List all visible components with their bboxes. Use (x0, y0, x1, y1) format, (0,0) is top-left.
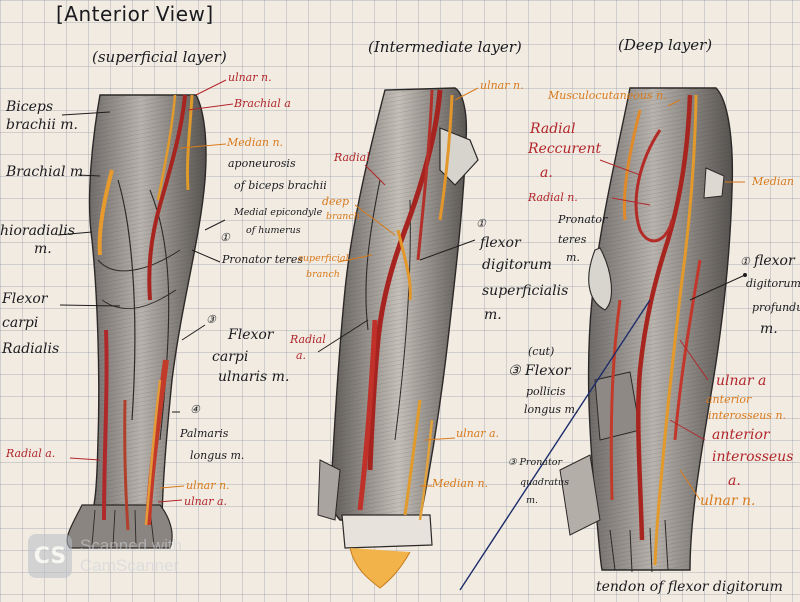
label-brachial-a: Brachial a (234, 97, 291, 110)
camscanner-logo-icon: CS (28, 534, 72, 578)
label-radial-a-2-line1: Radial (290, 333, 326, 346)
label-anterior-interosseus-nerve-1: anterior (706, 393, 752, 406)
label-num-4: ④ (190, 403, 200, 416)
label-of-humerus: of humerus (246, 225, 301, 236)
heading-superficial: (superficial layer) (92, 48, 227, 66)
label-cut: (cut) (528, 345, 555, 358)
figure-deep (559, 87, 734, 573)
label-ulnar-a-3: ulnar a (716, 373, 767, 389)
label-radial-n: Radial n. (528, 191, 578, 204)
heading-intermediate: (Intermediate layer) (368, 38, 522, 56)
label-flexor-carpi-radialis-1: Flexor (2, 291, 48, 307)
watermark-line-2: CamScanner (80, 556, 180, 575)
watermark-text: Scanned with CamScanner (80, 536, 182, 575)
label-flexor-carpi-radialis-3: Radialis (2, 341, 60, 357)
label-biceps-brachii-m: brachii m. (6, 117, 78, 133)
label-radial: Radial (334, 151, 370, 164)
label-superficialis: superficialis (482, 283, 569, 299)
label-pronator-quadratus-2: quadratus (520, 477, 569, 488)
label-tendon-of-flexor-digitorum: tendon of flexor digitorum (596, 579, 783, 595)
label-teres: teres (558, 233, 587, 246)
label-anterior-interosseus-artery-2: interosseus (712, 449, 794, 465)
label-m-teres: m. (566, 251, 580, 264)
label-carpi: carpi (212, 349, 249, 365)
label-branch: branch (306, 269, 340, 280)
label-num-1-b: ① (476, 217, 486, 230)
label-pronator-teres: Pronator teres (222, 253, 304, 266)
label-anterior-interosseus-nerve-2: interosseus n. (708, 409, 787, 422)
scanner-watermark: CS Scanned with CamScanner (28, 534, 182, 578)
label-m-fds: m. (484, 307, 502, 323)
label-medial-epicondyle: Medial epicondyle (234, 207, 323, 218)
label-ulnar-n-2: ulnar n. (186, 479, 230, 492)
label-longus-m: longus m. (190, 449, 245, 462)
label-ulnar-a-2: ulnar a. (456, 427, 500, 440)
label-biceps-brachii: Biceps (6, 99, 54, 115)
label-anterior-interosseus-artery-1: anterior (712, 427, 770, 443)
label-flexor-fds: flexor (480, 235, 521, 251)
label-digitorum: digitorum (482, 257, 552, 273)
leader-lines-colored (69, 79, 747, 503)
page-title: [Anterior View] (56, 2, 214, 26)
label-median-n-2: Median n. (432, 477, 489, 490)
label-deep-branch-2: branch (326, 211, 360, 222)
label-radial-recurrent-2: Reccurent (528, 141, 602, 157)
label-num-1-c: ① (740, 255, 750, 268)
label-brachial-m: Brachial m (6, 164, 84, 180)
leader-lines (57, 111, 746, 591)
label-palmaris: Palmaris (180, 427, 229, 440)
label-anterior-interosseus-artery-3: a. (728, 473, 741, 489)
label-pronator-quadratus-3: m. (526, 495, 539, 506)
label-flexor-carpi-radialis-2: carpi (2, 315, 39, 331)
label-num-1-a: ① (220, 231, 230, 244)
label-ulnar-n-3: ulnar n. (480, 79, 524, 92)
label-profundus: profundus (752, 301, 800, 314)
figure-intermediate (317, 87, 479, 589)
label-median-n-3: Median (752, 175, 794, 188)
label-superficial: superficial (298, 253, 349, 264)
label-radial-recurrent-3: a. (540, 165, 553, 181)
label-median-n-1: Median n. (227, 136, 284, 149)
label-ulnar-a-1: ulnar a. (184, 495, 228, 508)
label-pollicis: pollicis (526, 385, 566, 398)
label-flexor-fdp: flexor (754, 253, 795, 269)
figure-superficial (66, 94, 207, 549)
watermark-line-1: Scanned with (80, 536, 183, 556)
label-radial-a-2-line2: a. (296, 349, 307, 362)
label-num-3-a: ③ (206, 313, 216, 326)
label-radial-a-1: Radial a. (6, 447, 56, 460)
label-flexor-fpl: ③ Flexor (508, 363, 571, 379)
label-flexor-fcu: Flexor (228, 327, 274, 343)
label-pronator-quadratus-1: ③ Pronator (508, 457, 563, 468)
label-pronator: Pronator (558, 213, 608, 226)
label-ulnar-n-4: ulnar n. (700, 493, 756, 509)
label-deep-branch-1: deep (322, 195, 350, 208)
label-ulnar-n-1: ulnar n. (228, 71, 272, 84)
label-longus-fpl: longus m. (524, 403, 579, 416)
label-radial-recurrent-1: Radial (530, 121, 576, 137)
label-digitorum-fdp: digitorum (746, 277, 800, 290)
label-musculocutaneous: Musculocutaneous n. (548, 89, 667, 102)
label-brachioradialis-m: m. (34, 241, 52, 257)
heading-deep: (Deep layer) (618, 36, 713, 54)
label-aponeurosis: aponeurosis (228, 157, 296, 170)
label-of-biceps-brachii: of biceps brachii (234, 179, 327, 192)
label-m-fdp: m. (760, 321, 778, 337)
label-brachioradialis: hioradialis (0, 223, 75, 239)
label-ulnaris-m: ulnaris m. (218, 369, 290, 385)
